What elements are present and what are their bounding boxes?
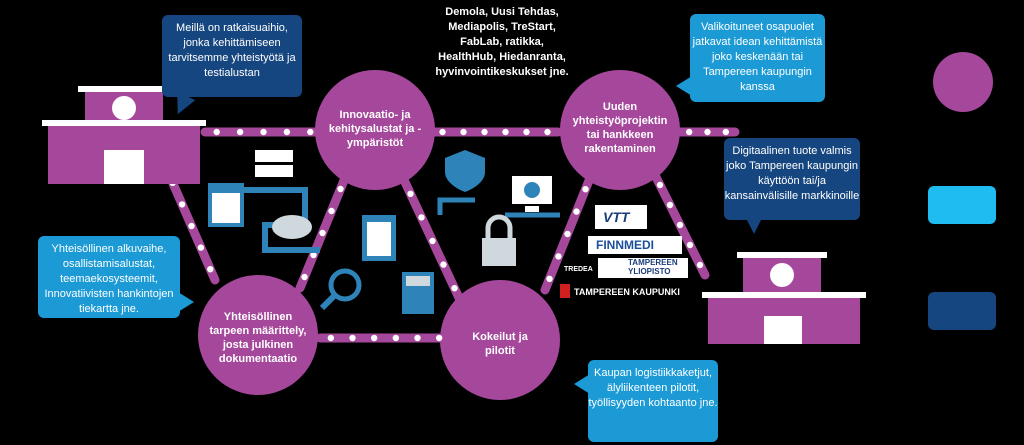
connector-dot xyxy=(656,181,664,189)
connector-dot xyxy=(414,334,421,342)
partner-logos xyxy=(560,205,688,298)
connector-dot xyxy=(429,237,436,245)
logo-finnmedi-text: FINNMEDI xyxy=(596,238,654,252)
node-needs-label: Yhteisöllinen tarpeen määrittely, josta … xyxy=(209,311,307,365)
city-crest-icon xyxy=(560,284,570,298)
mouse-icon xyxy=(272,215,312,239)
connector-dot xyxy=(310,251,317,259)
connector-dot xyxy=(301,273,308,281)
logo-finnmedi xyxy=(588,236,682,254)
connector-dot xyxy=(696,261,704,269)
connector-dot xyxy=(666,201,674,209)
connector-dot xyxy=(573,208,580,215)
bubble-left-mid-text: Yhteisöllinen alkuvaihe, osallistamisalu… xyxy=(44,243,174,315)
building-left xyxy=(42,86,206,184)
bubble-top-left: Meillä on ratkaisuaihio, jonka kehittämi… xyxy=(162,15,302,119)
connector-dot xyxy=(392,334,400,342)
connector-dot xyxy=(349,334,356,342)
factory-emblem-icon xyxy=(112,96,136,120)
connector-dot xyxy=(213,128,220,136)
logo-tredea-text: TREDEA xyxy=(564,266,593,273)
logo-university-text: TAMPEREEN YLIOPISTO xyxy=(628,258,678,276)
connector-dot xyxy=(722,128,730,136)
connector-dot xyxy=(564,230,571,238)
connector-dot xyxy=(328,207,335,215)
connector-dot xyxy=(337,185,344,193)
door-icon xyxy=(104,150,144,184)
factory-emblem-icon-2 xyxy=(770,263,794,287)
connector-dot xyxy=(685,128,693,136)
connector-dot xyxy=(440,261,447,268)
connector-dot xyxy=(207,266,214,273)
connector-dot xyxy=(544,128,551,136)
door-icon-2 xyxy=(764,316,802,344)
connector-dot xyxy=(546,275,553,282)
bubble-top-left-text: Meillä on ratkaisuaihio, jonka kehittämi… xyxy=(168,22,296,79)
connector-dot xyxy=(236,128,244,136)
node-pilots-label: Kokeilut ja pilotit xyxy=(472,331,528,357)
connector-dot xyxy=(555,253,562,260)
tech-icons-right xyxy=(437,150,560,266)
logo-vtt-text: VTT xyxy=(603,209,630,225)
connector-dot xyxy=(582,186,589,193)
connector-dot xyxy=(439,128,446,136)
connector-dot xyxy=(283,128,291,136)
connector-dot xyxy=(523,128,530,136)
connector-dot xyxy=(676,221,684,229)
node-circle-project xyxy=(560,70,680,190)
connector-dot xyxy=(481,128,488,136)
legend-light-blue-bubble xyxy=(928,186,996,224)
connector-dot xyxy=(502,128,509,136)
logo-university-line2: YLIOPISTO xyxy=(628,267,671,276)
connector-dot xyxy=(451,285,458,292)
bubble-top-right: Valikoituneet osapuolet jatkavat idean k… xyxy=(676,14,825,102)
bubble-bottom-text: Kaupan logistiikkaketjut, älyliikenteen … xyxy=(588,367,718,409)
connector-dot xyxy=(319,229,326,237)
connector-dot xyxy=(407,190,414,197)
connector-dot xyxy=(178,201,186,208)
bubble-left-mid: Yhteisöllinen alkuvaihe, osallistamisalu… xyxy=(38,236,194,318)
venues-list: Demola, Uusi Tehdas, Mediapolis, TreStar… xyxy=(435,6,569,78)
connector-dot xyxy=(260,128,267,136)
connector-dots xyxy=(169,128,730,342)
building-right xyxy=(702,252,866,344)
node-circle-innovation xyxy=(315,70,435,190)
bubble-right-mid-text: Digitaalinen tuote valmis joko Tampereen… xyxy=(724,145,860,202)
legend-dark-blue-bubble xyxy=(928,292,996,330)
logo-vtt xyxy=(595,205,647,229)
bubble-right-mid: Digitaalinen tuote valmis joko Tampereen… xyxy=(724,138,860,234)
connector-dot xyxy=(704,128,711,136)
logo-city-text: TAMPEREEN KAUPUNKI xyxy=(574,287,680,297)
connector-dot xyxy=(197,244,205,251)
connector-dot xyxy=(435,334,443,342)
node-innovation-label: Innovaatio- ja kehitysalustat ja -ympäri… xyxy=(328,109,422,149)
node-circle-needs xyxy=(198,275,318,395)
node-project-label: Uuden yhteistyöprojektin tai hankkeen ra… xyxy=(572,101,668,155)
node-circle-pilots xyxy=(440,280,560,400)
connector-dot xyxy=(370,334,378,342)
bubble-top-right-text: Valikoituneet osapuolet jatkavat idean k… xyxy=(692,21,823,93)
logo-university xyxy=(598,258,688,278)
connector-dot xyxy=(327,334,335,342)
legend xyxy=(928,52,996,330)
connector-dot xyxy=(188,222,195,230)
padlock-icon xyxy=(482,238,516,266)
circuit-line-icon-2 xyxy=(437,197,560,218)
legend-purple-circle xyxy=(933,52,993,112)
connector-dot xyxy=(460,128,467,136)
magnifier-icon xyxy=(328,268,362,302)
tech-icons-left xyxy=(208,150,434,314)
server-icon xyxy=(255,150,293,162)
connector-dot xyxy=(307,128,314,136)
shield-icon xyxy=(445,150,485,192)
bubble-bottom: Kaupan logistiikkaketjut, älyliikenteen … xyxy=(574,360,718,442)
logo-university-line1: TAMPEREEN xyxy=(628,258,678,267)
connector-dot xyxy=(686,241,694,249)
connector-dot xyxy=(418,214,425,221)
